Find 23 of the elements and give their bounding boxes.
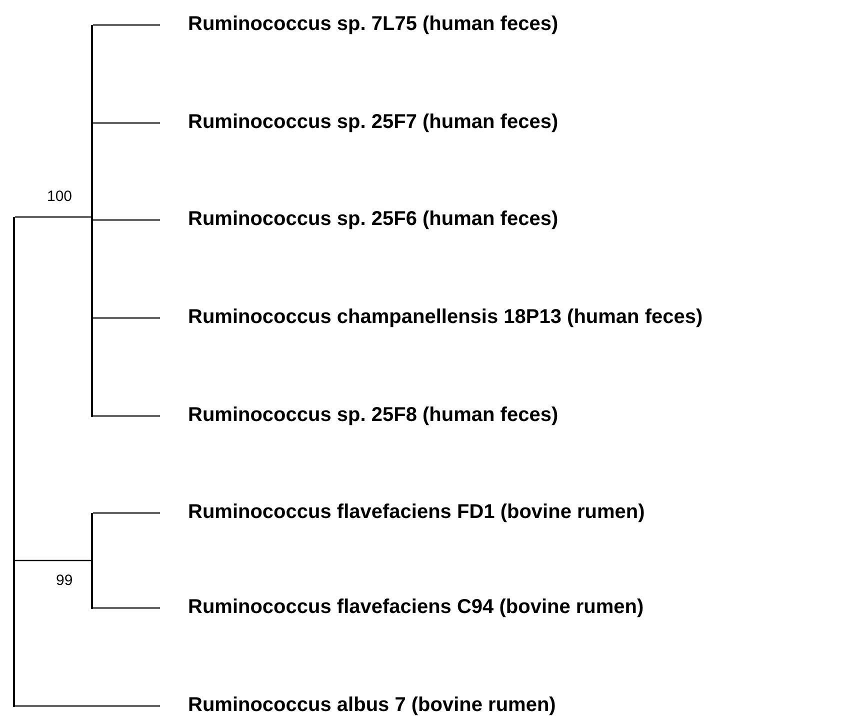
taxon-label: Ruminococcus albus 7 (bovine rumen): [160, 692, 556, 718]
branch-line: [93, 415, 160, 417]
bootstrap-value: 100: [47, 188, 72, 205]
branch-line: [93, 607, 160, 609]
branch-line: [93, 317, 160, 319]
branch-line: [93, 24, 160, 26]
taxon-label: Ruminococcus flavefaciens C94 (bovine rumen): [160, 594, 644, 620]
taxon-label: Ruminococcus flavefaciens FD1 (bovine rumen): [160, 499, 645, 525]
taxon-label: Ruminococcus sp. 7L75 (human feces): [160, 11, 558, 37]
branch-line: [15, 560, 91, 562]
taxon-label: Ruminococcus sp. 25F6 (human feces): [160, 206, 558, 232]
clade-branch-line: [91, 25, 93, 417]
branch-line: [15, 705, 160, 707]
bootstrap-value: 99: [56, 572, 73, 589]
branch-line: [93, 122, 160, 124]
taxon-label: Ruminococcus sp. 25F7 (human feces): [160, 109, 558, 135]
branch-line: [93, 512, 160, 514]
clade-branch-line: [13, 217, 15, 707]
taxon-label: Ruminococcus sp. 25F8 (human feces): [160, 402, 558, 428]
clade-branch-line: [91, 513, 93, 609]
branch-line: [93, 219, 160, 221]
taxon-label: Ruminococcus champanellensis 18P13 (human feces): [160, 304, 703, 330]
branch-line: [15, 216, 91, 218]
